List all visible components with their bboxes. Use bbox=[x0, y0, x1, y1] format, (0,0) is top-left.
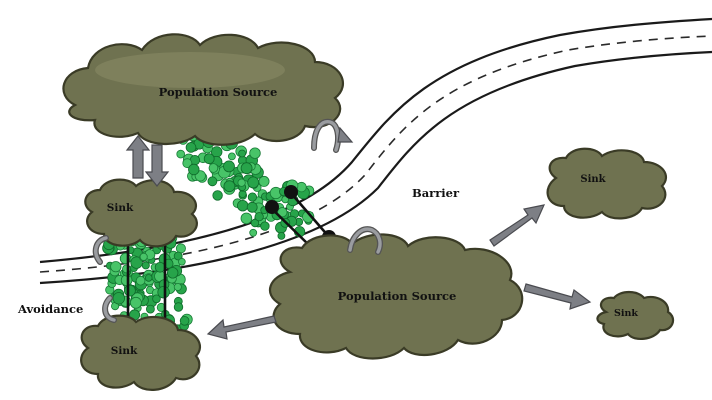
vegetation-leaf bbox=[223, 180, 236, 193]
underpass-wall-2 bbox=[289, 191, 331, 239]
vegetation-leaf bbox=[207, 176, 218, 187]
arrow-source-to-sink bbox=[125, 135, 151, 179]
sink-left-bottom: Sink bbox=[80, 314, 202, 391]
vegetation-leaf bbox=[130, 256, 143, 269]
vegetation-leaf bbox=[139, 252, 148, 261]
vegetation-leaf bbox=[203, 153, 215, 165]
vegetation-leaf bbox=[135, 275, 146, 286]
road-barrier bbox=[39, 17, 712, 285]
vegetation-leaf bbox=[260, 221, 270, 231]
vegetation-leaf bbox=[277, 231, 286, 240]
vegetation-leaf bbox=[173, 302, 184, 312]
population-source-bottom-label: Population Source bbox=[338, 289, 457, 303]
vegetation-leaf bbox=[129, 296, 142, 309]
vegetation-leaf bbox=[166, 267, 179, 279]
avoidance-loops bbox=[92, 118, 383, 323]
sink-right-top: Sink bbox=[546, 147, 668, 220]
vegetation-leaf bbox=[208, 163, 219, 173]
vegetation-leaf bbox=[179, 315, 190, 326]
population-source-bottom: Population Source bbox=[268, 233, 524, 360]
vegetation-leaf bbox=[281, 195, 290, 204]
sink-left-top-label: Sink bbox=[107, 202, 134, 214]
vegetation-leaf bbox=[240, 162, 253, 175]
arrow-to-sink-right-top bbox=[489, 204, 546, 247]
fence-post bbox=[265, 200, 279, 214]
vegetation-leaf bbox=[154, 261, 166, 273]
sink-right-bottom: Sink bbox=[596, 290, 675, 340]
arrow-to-sink-right-bottom bbox=[523, 283, 592, 310]
loop-arrowhead-top bbox=[337, 126, 354, 143]
arrow-sink-to-source bbox=[144, 144, 170, 187]
fence-post bbox=[284, 185, 298, 199]
wildlife-crossing-left bbox=[126, 235, 167, 326]
vegetation-leaf bbox=[173, 251, 183, 261]
vegetation-leaf bbox=[157, 286, 170, 299]
sink-right-top-label: Sink bbox=[580, 174, 606, 185]
vegetation-leaf bbox=[144, 274, 153, 282]
barrier-label: Barrier bbox=[412, 186, 460, 200]
sink-left-top: Sink bbox=[84, 178, 198, 248]
vegetation-leaf bbox=[237, 178, 246, 187]
vegetation-leaf bbox=[185, 142, 197, 153]
avoidance-label: Avoidance bbox=[17, 302, 83, 316]
population-source-top: Population Source bbox=[62, 33, 345, 146]
vegetation-leaf bbox=[227, 152, 236, 161]
vegetation-leaf bbox=[176, 149, 186, 159]
movement-arrows bbox=[125, 135, 592, 340]
vegetation-leaf bbox=[250, 218, 260, 228]
vegetation-leaf bbox=[182, 158, 193, 169]
vegetation-leaf bbox=[123, 284, 136, 297]
vegetation-leaf bbox=[223, 160, 235, 173]
vegetation-leaf bbox=[247, 192, 257, 202]
vegetation-leaf bbox=[246, 201, 258, 213]
vegetation-leaf bbox=[236, 199, 249, 212]
sink-left-bottom-label: Sink bbox=[111, 345, 138, 357]
vegetation-leaf bbox=[110, 261, 122, 273]
population-source-top-label: Population Source bbox=[159, 85, 278, 99]
vegetation-leaf bbox=[254, 212, 264, 222]
vegetation-leaf bbox=[238, 149, 247, 158]
vegetation-leaf bbox=[240, 212, 253, 225]
sink-right-bottom-label: Sink bbox=[614, 308, 638, 319]
vegetation-leaf bbox=[277, 207, 288, 218]
vegetation-leaf bbox=[175, 243, 186, 254]
arrow-to-sink-left-bottom bbox=[206, 315, 277, 340]
vegetation-leaf bbox=[296, 181, 307, 193]
road-edge-inner bbox=[39, 50, 712, 285]
vegetation-leaf bbox=[249, 147, 261, 159]
vegetation-leaf bbox=[249, 228, 258, 237]
vegetation-leaf bbox=[152, 294, 161, 304]
vegetation-leaf bbox=[247, 176, 260, 189]
vegetation-leaf bbox=[188, 163, 200, 176]
vegetation-leaf bbox=[173, 282, 182, 291]
vegetation-leaf bbox=[212, 190, 223, 201]
road-centerline bbox=[39, 35, 712, 273]
vegetation-leaf bbox=[112, 292, 126, 305]
vegetation-leaf bbox=[178, 257, 186, 266]
vegetation-leaf bbox=[141, 261, 150, 270]
vegetation-leaf bbox=[145, 304, 155, 314]
road-edge-outer bbox=[39, 17, 712, 264]
